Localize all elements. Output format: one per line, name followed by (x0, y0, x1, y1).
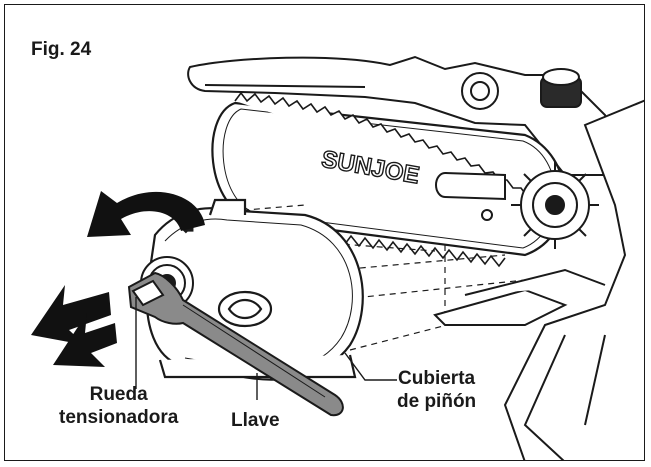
callout-tension-wheel-line2: tensionadora (59, 407, 179, 428)
callout-sprocket-cover-line2: de piñón (397, 391, 477, 412)
callout-sprocket-cover-line1: Cubierta (398, 368, 476, 389)
leader-lines (135, 297, 397, 400)
knob (540, 68, 582, 108)
callout-tension-wheel-line1: Rueda (89, 384, 148, 405)
callout-tension-wheel: Rueda tensionadora (59, 383, 178, 429)
rotate-counterclockwise-arrow (87, 191, 205, 237)
chainsaw-illustration: SUNJOE (31, 55, 644, 460)
wrench (127, 271, 344, 417)
figure-panel: Fig. 24 SUNJOE (4, 4, 645, 461)
bar-stud (435, 172, 506, 221)
rear-housing (503, 99, 644, 460)
top-handle (187, 55, 618, 176)
callout-sprocket-cover: Cubierta de piñón (397, 367, 476, 413)
trigger-guard (433, 268, 606, 326)
sprocket (511, 161, 599, 249)
callout-wrench-text: Llave (231, 410, 280, 431)
callout-wrench: Llave (231, 409, 280, 432)
figure-label: Fig. 24 (31, 39, 92, 60)
pull-direction-arrow (31, 285, 117, 367)
